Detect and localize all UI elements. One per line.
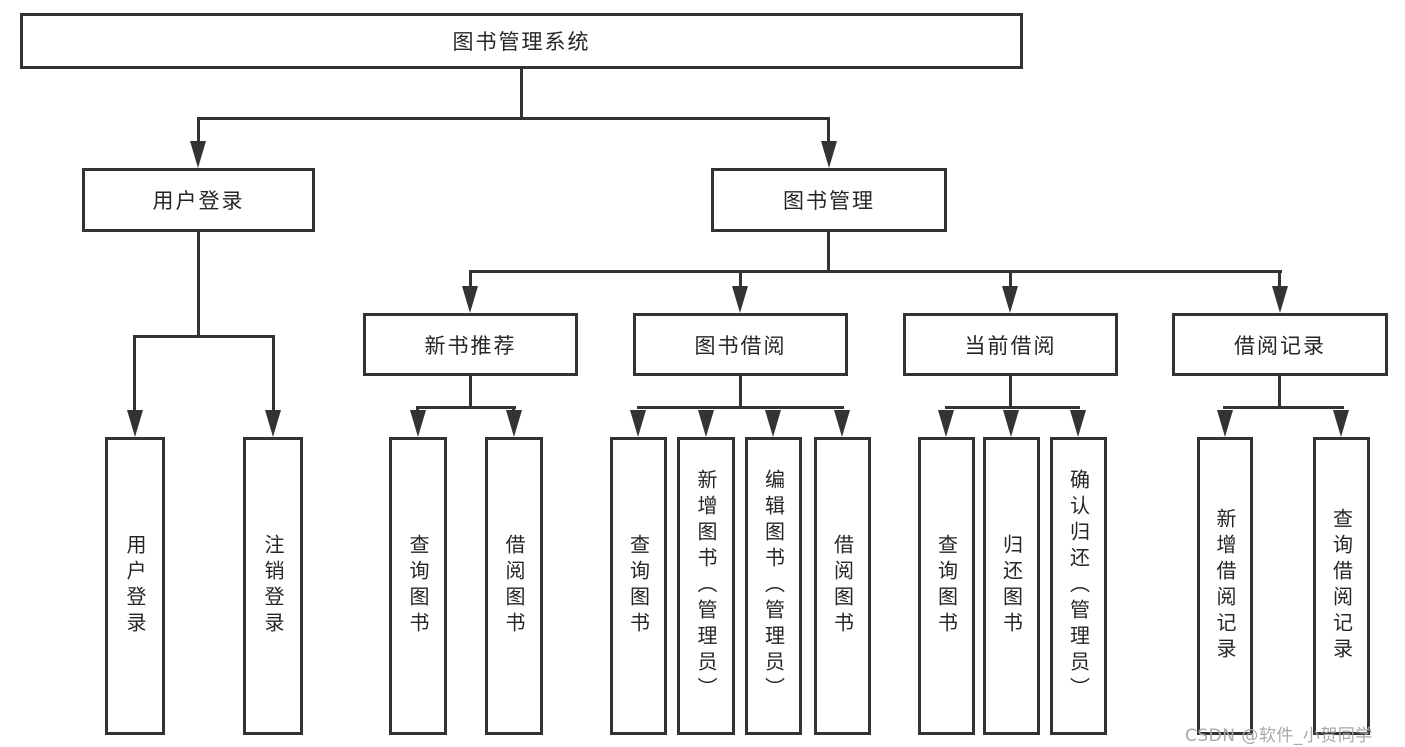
connector-stem-leaf (272, 335, 275, 413)
arrow-down-icon (1003, 410, 1019, 437)
arrow-down-icon (1272, 286, 1288, 313)
node-label: 新书推荐 (424, 333, 517, 358)
connector-stem-current (1009, 270, 1012, 289)
arrow-down-icon (506, 410, 522, 437)
arrow-down-icon (732, 286, 748, 313)
node-label: 用户登录 (152, 189, 245, 213)
csdn-watermark: CSDN @软件_小贺同学 (1185, 726, 1373, 746)
node-borrow-records: 借阅记录 (1172, 313, 1388, 376)
arrow-down-icon (765, 410, 781, 437)
connector-borrow-stem (739, 376, 742, 406)
node-book-borrow: 图书借阅 (633, 313, 848, 376)
arrow-down-icon (834, 410, 850, 437)
leaf-current-query-book: 查询图书 (918, 437, 975, 735)
leaf-recommend-borrow-book: 借阅图书 (485, 437, 543, 735)
node-label: 编辑图书（管理员） (761, 469, 786, 703)
leaf-user-login: 用户登录 (105, 437, 165, 735)
leaf-borrow-borrow-book: 借阅图书 (814, 437, 871, 735)
connector-book-mgmt-branch (469, 270, 1282, 273)
leaf-records-add-record: 新增借阅记录 (1197, 437, 1253, 735)
node-current-borrow: 当前借阅 (903, 313, 1118, 376)
connector-stem-records (1278, 270, 1281, 289)
node-label: 借阅记录 (1234, 333, 1326, 358)
connector-records-stem (1278, 376, 1281, 406)
node-label: 查询图书 (626, 534, 651, 638)
connector-stem-borrow (739, 270, 742, 289)
node-user-login: 用户登录 (82, 168, 315, 232)
node-label: 查询图书 (934, 534, 959, 638)
connector-book-mgmt-stem (827, 232, 830, 270)
connector-current-stem (1009, 376, 1012, 406)
node-label: 图书管理系统 (452, 30, 591, 54)
connector-root-branch (197, 117, 830, 120)
connector-user-login-branch (133, 335, 275, 338)
connector-stem-leaf (133, 335, 136, 413)
arrow-down-icon (821, 141, 837, 168)
node-new-book-recommend: 新书推荐 (363, 313, 578, 376)
arrow-down-icon (1070, 410, 1086, 437)
node-label: 当前借阅 (964, 333, 1057, 358)
leaf-current-return-book: 归还图书 (983, 437, 1040, 735)
node-label: 确认归还（管理员） (1066, 469, 1091, 703)
node-label: 归还图书 (999, 534, 1024, 638)
connector-recommend-branch (416, 406, 516, 409)
arrow-down-icon (1002, 286, 1018, 313)
arrow-down-icon (698, 410, 714, 437)
connector-root-stem (520, 69, 523, 117)
node-label: 图书管理 (783, 189, 875, 213)
connector-user-login-stem (197, 232, 200, 335)
node-label: 注销登录 (261, 534, 285, 638)
connector-stem-user-login (197, 117, 200, 145)
connector-current-branch (945, 406, 1080, 409)
arrow-down-icon (462, 286, 478, 313)
node-label: 查询图书 (406, 534, 430, 638)
arrow-down-icon (127, 410, 143, 437)
leaf-records-query-record: 查询借阅记录 (1313, 437, 1370, 735)
node-book-management: 图书管理 (711, 168, 947, 232)
node-label: 借阅图书 (502, 534, 526, 638)
arrow-down-icon (1217, 410, 1233, 437)
node-root-library-system: 图书管理系统 (20, 13, 1023, 69)
node-label: 新增借阅记录 (1213, 508, 1237, 664)
connector-borrow-branch (637, 406, 844, 409)
arrow-down-icon (938, 410, 954, 437)
arrow-down-icon (410, 410, 426, 437)
node-label: 用户登录 (123, 534, 147, 638)
leaf-borrow-add-book-admin: 新增图书（管理员） (677, 437, 735, 735)
arrow-down-icon (265, 410, 281, 437)
connector-recommend-stem (469, 376, 472, 406)
leaf-borrow-query-book: 查询图书 (610, 437, 667, 735)
node-label: 图书借阅 (694, 333, 787, 358)
leaf-borrow-edit-book-admin: 编辑图书（管理员） (745, 437, 802, 735)
leaf-logout: 注销登录 (243, 437, 303, 735)
node-label: 查询借阅记录 (1329, 508, 1354, 664)
arrow-down-icon (1333, 410, 1349, 437)
connector-records-branch (1223, 406, 1344, 409)
connector-stem-recommend (469, 270, 472, 289)
node-label: 借阅图书 (830, 534, 855, 638)
node-label: 新增图书（管理员） (694, 469, 718, 703)
arrow-down-icon (630, 410, 646, 437)
leaf-current-confirm-return-admin: 确认归还（管理员） (1050, 437, 1107, 735)
leaf-recommend-query-book: 查询图书 (389, 437, 447, 735)
connector-stem-book-mgmt (827, 117, 830, 145)
arrow-down-icon (190, 141, 206, 168)
